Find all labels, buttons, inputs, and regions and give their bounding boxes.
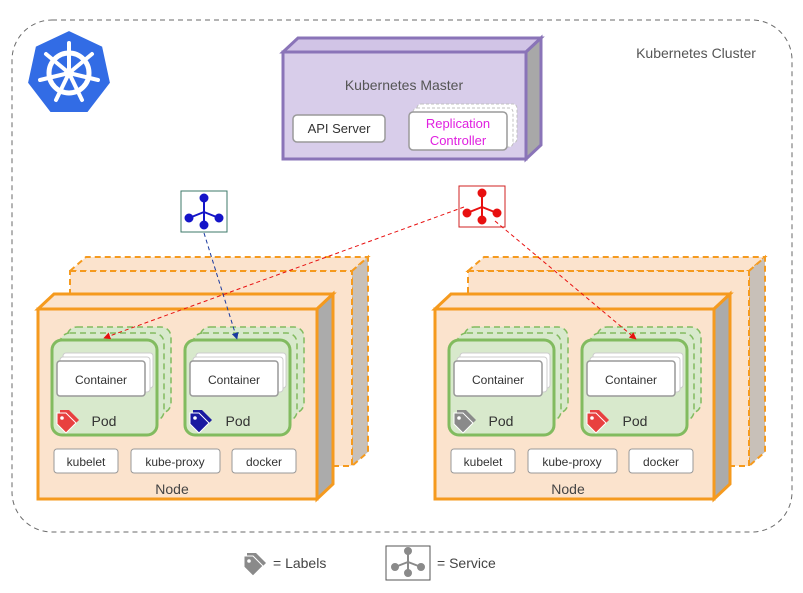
container-label: Container <box>208 373 260 387</box>
kubelet-label: kubelet <box>464 455 503 469</box>
container-label: Container <box>605 373 657 387</box>
kubernetes-logo-icon <box>25 28 113 114</box>
label-tag-icon <box>453 410 476 434</box>
replication-controller-label-1: Replication <box>426 116 490 131</box>
kubelet-box <box>450 448 516 474</box>
pod-label: Pod <box>623 413 648 429</box>
service-arrow-red-right <box>494 220 637 340</box>
legend: = Labels = Service <box>243 545 496 581</box>
service-arrow-red-left <box>103 206 465 340</box>
cluster-boundary <box>11 19 793 533</box>
docker-box <box>231 448 297 474</box>
kubelet-box <box>53 448 119 474</box>
kube-proxy-label: kube-proxy <box>542 455 601 469</box>
api-server-box <box>292 114 386 143</box>
kubelet-label: kubelet <box>67 455 106 469</box>
service-icon-blue <box>180 190 228 233</box>
docker-label: docker <box>643 455 679 469</box>
legend-service-text: = Service <box>437 555 496 571</box>
container-box <box>56 360 146 397</box>
pod-label: Pod <box>489 413 514 429</box>
replication-controller-label-2: Controller <box>430 133 487 148</box>
api-server-label: API Server <box>308 121 372 136</box>
docker-box <box>628 448 694 474</box>
container-box <box>586 360 676 397</box>
pod-right-2: Container Pod <box>580 326 702 437</box>
node-left: Container Pod Container Pod <box>34 254 371 503</box>
master-title: Kubernetes Master <box>345 77 464 93</box>
node-label: Node <box>551 481 585 497</box>
service-legend-icon <box>385 545 431 581</box>
label-tag-icon <box>56 410 79 434</box>
kube-proxy-box <box>130 448 221 474</box>
label-tag-icon <box>586 410 609 434</box>
container-label: Container <box>75 373 127 387</box>
label-tag-icon <box>189 410 212 434</box>
replication-controller-box <box>408 111 508 151</box>
pod-left-1: Container Pod <box>50 326 172 437</box>
node-right: Container Pod Container Pod <box>431 254 768 503</box>
labels-legend-icon <box>243 553 266 577</box>
kube-proxy-box <box>527 448 618 474</box>
pod-label: Pod <box>226 413 251 429</box>
legend-labels-text: = Labels <box>273 555 326 571</box>
container-label: Container <box>472 373 524 387</box>
container-box <box>453 360 543 397</box>
service-icon-red <box>458 185 506 228</box>
kube-proxy-label: kube-proxy <box>145 455 204 469</box>
node-label: Node <box>155 481 189 497</box>
pod-right-1: Container Pod <box>447 326 569 437</box>
container-box <box>189 360 279 397</box>
kubernetes-master: Kubernetes Master API Server Replication… <box>279 34 545 163</box>
pod-left-2: Container Pod <box>183 326 305 437</box>
pod-label: Pod <box>92 413 117 429</box>
service-arrow-blue <box>203 232 239 340</box>
cluster-label: Kubernetes Cluster <box>636 45 756 61</box>
docker-label: docker <box>246 455 282 469</box>
